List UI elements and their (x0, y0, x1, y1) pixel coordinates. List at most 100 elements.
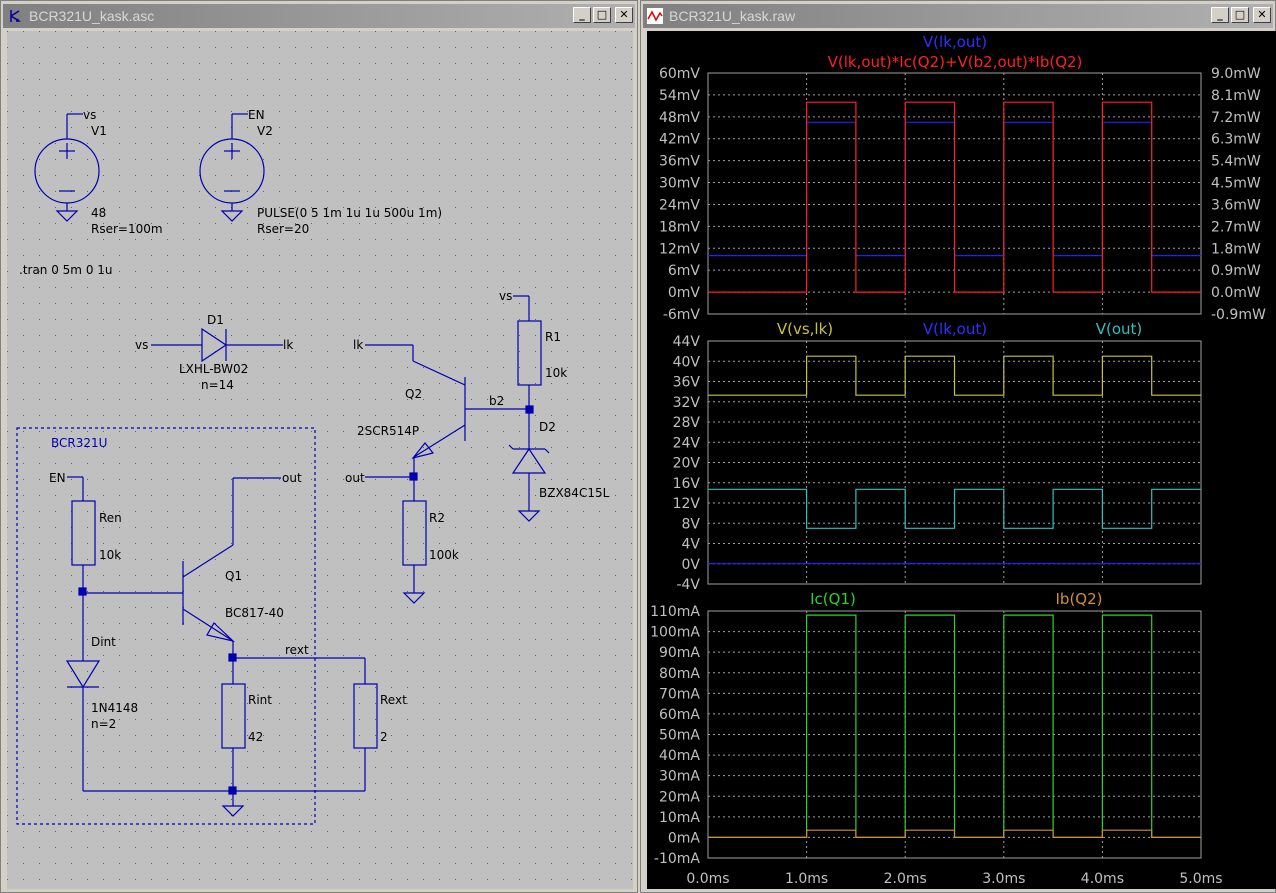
y-tick-label: 24V (673, 435, 701, 451)
component-value: LXHL-BW02 (179, 362, 248, 376)
minimize-button[interactable]: _ (1211, 7, 1229, 23)
component-name: Rint (248, 693, 272, 707)
schematic-title: BCR321U_kask.asc (29, 8, 155, 24)
ground-icon (220, 210, 244, 222)
spice-directive[interactable]: .tran 0 5m 0 1u (19, 263, 113, 277)
y-tick-label: 18mV (659, 219, 700, 235)
y-tick-label: 50mA (659, 728, 700, 744)
y2-tick-label: 8.1mW (1211, 88, 1261, 104)
x-tick-label: 5.0ms (1179, 871, 1222, 887)
trace-label-ic-q1[interactable]: Ic(Q1) (810, 590, 856, 608)
zener-d2[interactable] (508, 444, 550, 522)
transistor-q1[interactable] (182, 477, 365, 684)
block-label: BCR321U (51, 436, 107, 450)
component-name: Q2 (405, 387, 422, 401)
trace-label-ib-q2[interactable]: Ib(Q2) (1056, 590, 1103, 608)
resistor-rext[interactable] (353, 658, 378, 791)
net-label: rext (285, 643, 309, 657)
y-tick-label: 48mV (659, 110, 700, 126)
x-tick-label: 3.0ms (982, 871, 1025, 887)
y2-tick-label: 2.7mW (1211, 219, 1261, 235)
y2-tick-label: 0.9mW (1211, 263, 1261, 279)
resistor-rint[interactable] (221, 683, 246, 806)
source-v1[interactable] (34, 113, 100, 222)
net-label: vs (83, 108, 96, 122)
component-value: BZX84C15L (539, 486, 610, 500)
ground-icon (402, 592, 426, 604)
x-tick-label: 1.0ms (785, 871, 828, 887)
trace-v-vs-lk- (708, 355, 1201, 396)
ground-icon (55, 210, 79, 222)
y2-tick-label: 1.8mW (1211, 241, 1261, 257)
transistor-q2[interactable] (365, 344, 529, 501)
y-tick-label: 40V (673, 354, 701, 370)
y-tick-label: 0mA (668, 830, 701, 846)
component-param: Rser=100m (91, 222, 163, 236)
y-tick-label: 16V (673, 476, 701, 492)
diode-dint[interactable] (65, 660, 101, 791)
y2-tick-label: 4.5mW (1211, 176, 1261, 192)
schematic-titlebar[interactable]: BCR321U_kask.asc _ □ ✕ (3, 4, 635, 28)
transistor-icon (10, 10, 21, 22)
y-tick-label: 80mA (659, 666, 700, 682)
component-value: 10k (99, 548, 121, 562)
x-tick-label: 0.0ms (686, 871, 729, 887)
close-button[interactable]: ✕ (615, 7, 633, 23)
resistor-r1[interactable] (513, 295, 542, 449)
component-value: 2SCR514P (357, 424, 419, 438)
y-tick-label: 100mA (650, 625, 700, 641)
component-name: V1 (91, 124, 107, 138)
source-v2[interactable] (199, 113, 265, 222)
y-tick-label: 60mA (659, 707, 700, 723)
y-tick-label: 10mA (659, 810, 700, 826)
component-value: PULSE(0 5 1m 1u 1u 500u 1m) (257, 206, 442, 220)
trace-label-v-lk-out[interactable]: V(lk,out) (923, 320, 987, 338)
y2-tick-label: 0.0mW (1211, 285, 1261, 301)
y-tick-label: 36V (673, 375, 701, 391)
waveform-titlebar[interactable]: BCR321U_kask.raw _ □ ✕ (643, 4, 1273, 28)
resistor-r2[interactable] (402, 500, 427, 604)
trace-v-lk-out-ic-q2-v-b2-out-ib-q2- (708, 101, 1201, 293)
y-tick-label: 12V (673, 496, 701, 512)
component-value: 42 (248, 730, 263, 744)
bcr321u-block[interactable] (16, 427, 316, 825)
ground-icon (221, 805, 245, 817)
diode-d1[interactable] (151, 327, 283, 363)
resistor-ren[interactable] (67, 476, 183, 661)
y2-tick-label: -0.9mW (1211, 307, 1266, 323)
component-value: 2 (380, 730, 388, 744)
trace-label-v-lk-out[interactable]: V(lk,out) (923, 33, 987, 51)
maximize-button[interactable]: □ (1231, 7, 1249, 23)
trace-label-v-vs-lk[interactable]: V(vs,lk) (777, 320, 833, 338)
y-tick-label: 0V (682, 557, 701, 573)
maximize-button[interactable]: □ (593, 7, 611, 23)
y-tick-label: 12mV (659, 241, 700, 257)
component-value: 1N4148 (91, 701, 138, 715)
schematic-window: BCR321U_kask.asc _ □ ✕ (0, 0, 638, 893)
plot-background (647, 31, 1276, 889)
trace-label-power[interactable]: V(lk,out)*Ic(Q2)+V(b2,out)*Ib(Q2) (828, 53, 1083, 71)
net-label: EN (248, 108, 265, 122)
traces (708, 101, 1201, 839)
y-tick-label: 0mV (668, 285, 701, 301)
close-button[interactable]: ✕ (1253, 7, 1271, 23)
waveform-title: BCR321U_kask.raw (669, 8, 796, 24)
net-label: out (345, 471, 365, 485)
y-tick-label: 20V (673, 456, 701, 472)
minimize-button[interactable]: _ (573, 7, 591, 23)
component-name: D2 (539, 420, 556, 434)
trace-label-v-out[interactable]: V(out) (1096, 320, 1143, 338)
component-value: BC817-40 (225, 606, 284, 620)
component-name: D1 (207, 313, 224, 327)
component-name: R2 (429, 511, 445, 525)
schematic-canvas[interactable]: vs V1 48 Rser=100m EN V2 PULSE(0 5 1m 1u… (7, 31, 633, 889)
net-label: vs (135, 338, 148, 352)
y2-tick-label: 3.6mW (1211, 197, 1261, 213)
y-tick-label: 30mA (659, 769, 700, 785)
y-tick-label: 110mA (650, 604, 700, 620)
net-label: vs (499, 289, 512, 303)
y-tick-label: 70mA (659, 686, 700, 702)
y-tick-label: 28V (673, 415, 701, 431)
